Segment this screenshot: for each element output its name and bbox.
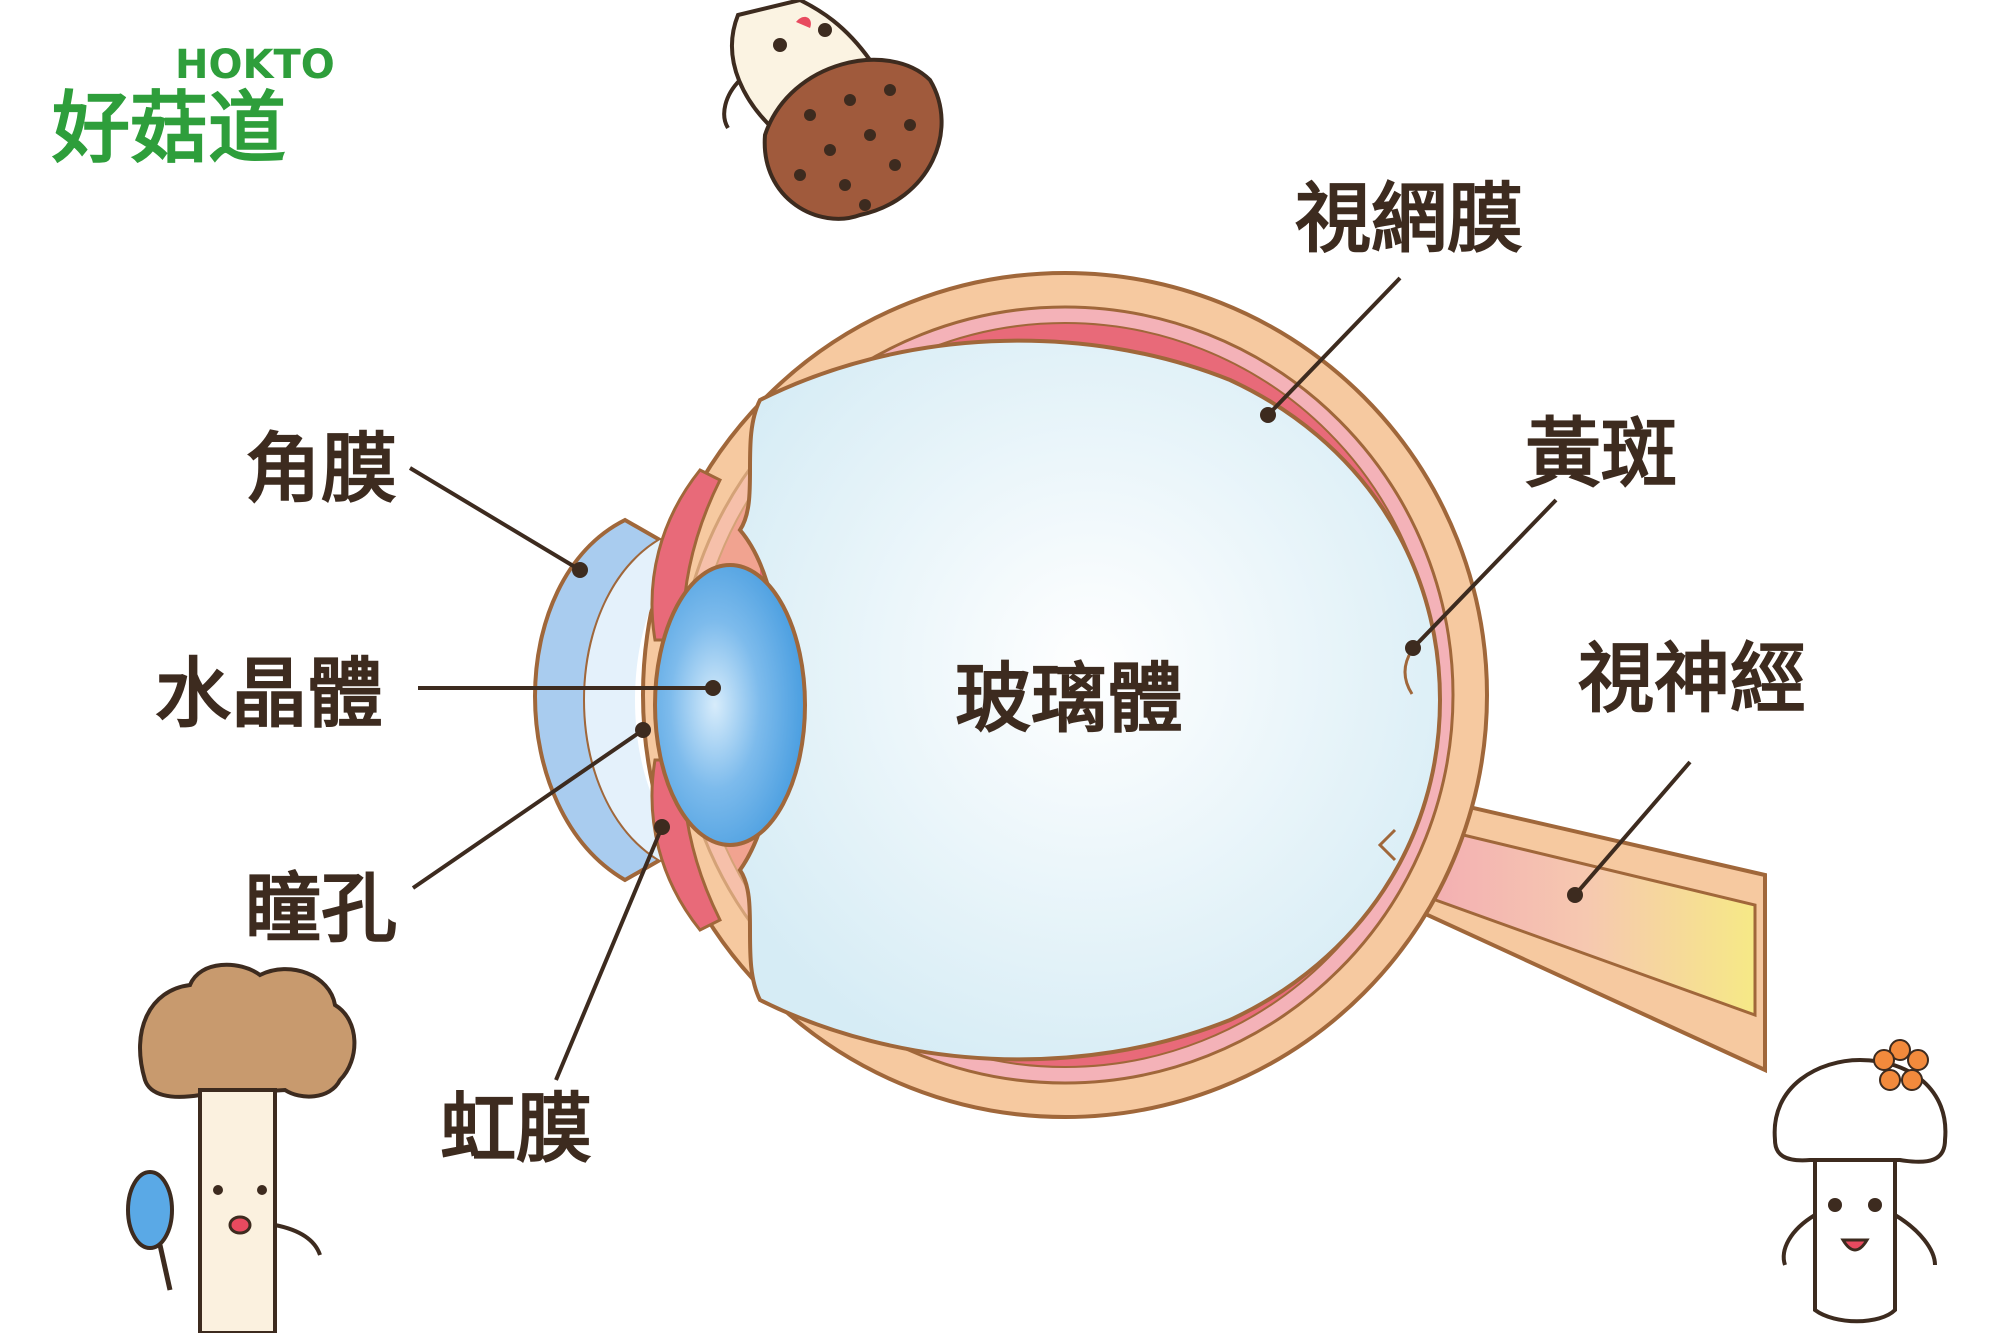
leader-cornea <box>408 466 582 572</box>
label-retina: 視網膜 <box>1295 174 1523 263</box>
label-lens: 水晶體 <box>155 649 383 738</box>
leader-iris <box>554 826 664 1081</box>
label-cornea: 角膜 <box>245 424 397 513</box>
label-pupil: 瞳孔 <box>245 864 397 953</box>
leader-dots <box>572 407 1583 903</box>
label-optic-nerve: 視神經 <box>1578 634 1806 723</box>
brand-sub: HOKTO <box>175 42 335 88</box>
leader-pupil <box>411 728 645 890</box>
label-vitreous: 玻璃體 <box>955 654 1183 743</box>
bunashimeji-mascot <box>1772 1039 1948 1324</box>
leader-macula <box>1411 498 1558 650</box>
leader-optic-nerve <box>1573 760 1692 897</box>
label-iris: 虹膜 <box>440 1084 592 1173</box>
anterior-chamber <box>585 540 680 860</box>
lens <box>653 563 807 847</box>
label-macula: 黃斑 <box>1525 409 1677 498</box>
leader-lines <box>408 276 1692 1081</box>
leader-retina <box>1266 276 1402 417</box>
shiitake-mascot <box>722 0 944 221</box>
optic-disc <box>1377 828 1397 862</box>
brand-main: 好菇道 <box>51 84 286 174</box>
maitake-mascot <box>126 962 357 1333</box>
brand-logo: HOKTO 好菇道 <box>51 42 335 174</box>
